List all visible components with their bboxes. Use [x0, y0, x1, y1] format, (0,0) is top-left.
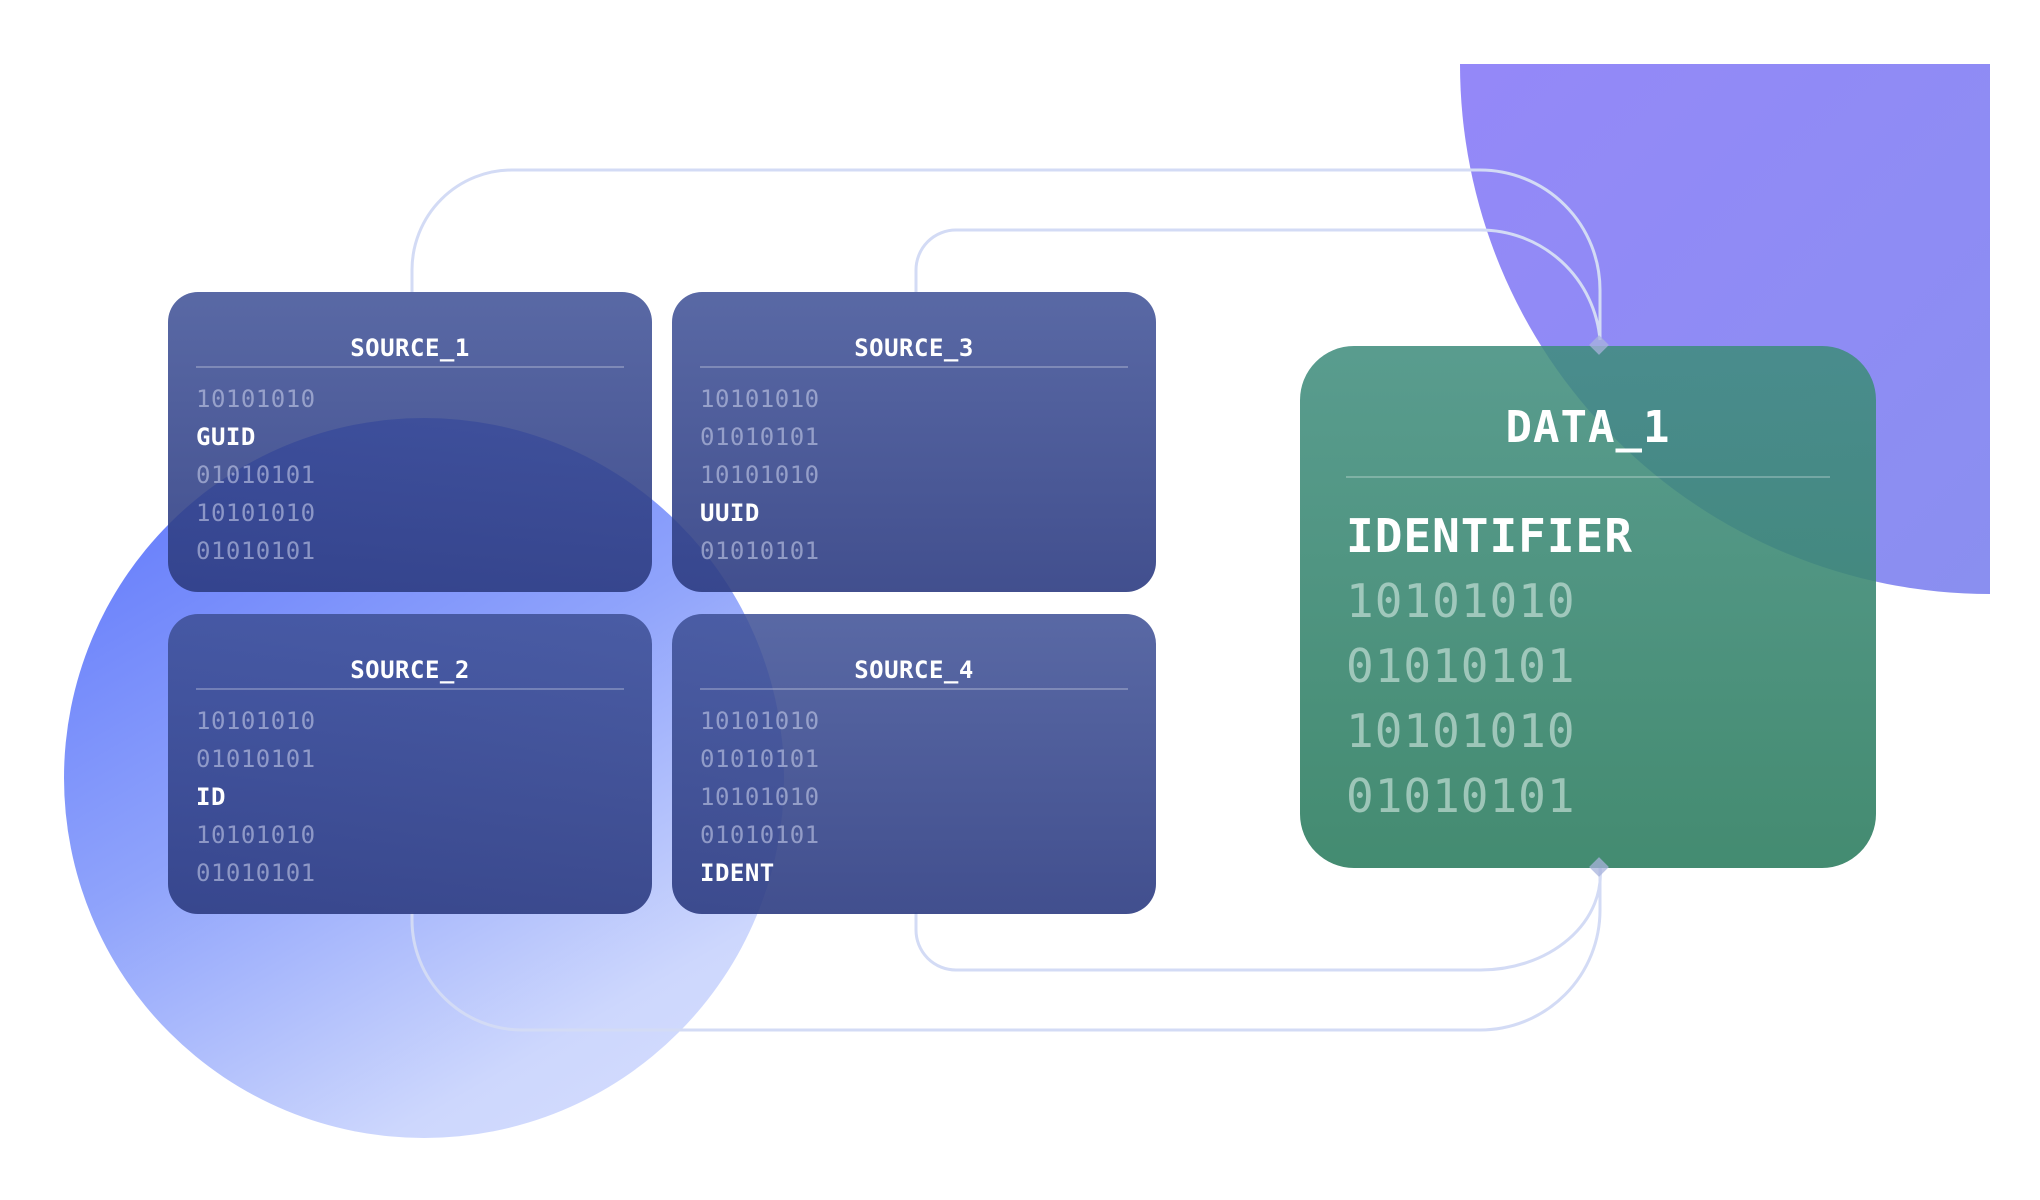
connector-source-4-to-data-1	[914, 865, 1602, 972]
connector-source-3-to-data-1	[914, 228, 1602, 341]
source-card-rows: 10101010 01010101 10101010 UUID 01010101	[700, 380, 820, 570]
source-card[interactable]: SOURCE_2 10101010 01010101 ID 10101010 0…	[168, 614, 652, 914]
target-card-title: DATA_1	[1505, 402, 1671, 453]
divider	[700, 688, 1128, 690]
field-row-key: UUID	[700, 499, 760, 527]
field-row: 01010101	[196, 859, 316, 887]
connector-source-2-to-data-1	[410, 866, 1602, 1032]
connector-source-1-to-data-1	[410, 168, 1602, 340]
field-row-key: GUID	[196, 423, 256, 451]
target-card-rows: IDENTIFIER 10101010 01010101 10101010 01…	[1346, 504, 1633, 829]
field-row: 10101010	[700, 707, 820, 735]
connector-anchor-top-diamond	[1589, 335, 1609, 355]
divider	[1346, 476, 1830, 478]
field-row: 10101010	[196, 707, 316, 735]
field-row: 10101010	[700, 461, 820, 489]
field-row: 10101010	[196, 499, 316, 527]
field-row: 01010101	[700, 537, 820, 565]
source-card[interactable]: SOURCE_1 10101010 GUID 01010101 10101010…	[168, 292, 652, 592]
field-row: 01010101	[700, 821, 820, 849]
field-row-key: IDENT	[700, 859, 775, 887]
source-card-title: SOURCE_4	[854, 656, 974, 684]
divider	[196, 366, 624, 368]
field-row-key: ID	[196, 783, 226, 811]
source-card-rows: 10101010 01010101 ID 10101010 01010101	[196, 702, 316, 892]
field-row: 10101010	[700, 385, 820, 413]
divider	[700, 366, 1128, 368]
field-row: 10101010	[1346, 574, 1576, 628]
connector-anchor-bottom-diamond	[1589, 857, 1609, 877]
field-row: 01010101	[700, 745, 820, 773]
source-card-rows: 10101010 01010101 10101010 01010101 IDEN…	[700, 702, 820, 892]
field-row: 01010101	[1346, 769, 1576, 823]
field-row-key: IDENTIFIER	[1346, 509, 1633, 563]
field-row: 10101010	[196, 821, 316, 849]
source-card-title: SOURCE_2	[350, 656, 470, 684]
field-row: 01010101	[196, 461, 316, 489]
source-card-title: SOURCE_1	[350, 334, 470, 362]
source-card[interactable]: SOURCE_4 10101010 01010101 10101010 0101…	[672, 614, 1156, 914]
field-row: 10101010	[196, 385, 316, 413]
field-row: 01010101	[700, 423, 820, 451]
field-row: 10101010	[700, 783, 820, 811]
divider	[196, 688, 624, 690]
source-card[interactable]: SOURCE_3 10101010 01010101 10101010 UUID…	[672, 292, 1156, 592]
source-card-title: SOURCE_3	[854, 334, 974, 362]
field-row: 01010101	[196, 537, 316, 565]
source-card-rows: 10101010 GUID 01010101 10101010 01010101	[196, 380, 316, 570]
target-data-card[interactable]: DATA_1 IDENTIFIER 10101010 01010101 1010…	[1300, 346, 1876, 868]
field-row: 01010101	[196, 745, 316, 773]
field-row: 10101010	[1346, 704, 1576, 758]
field-row: 01010101	[1346, 639, 1576, 693]
